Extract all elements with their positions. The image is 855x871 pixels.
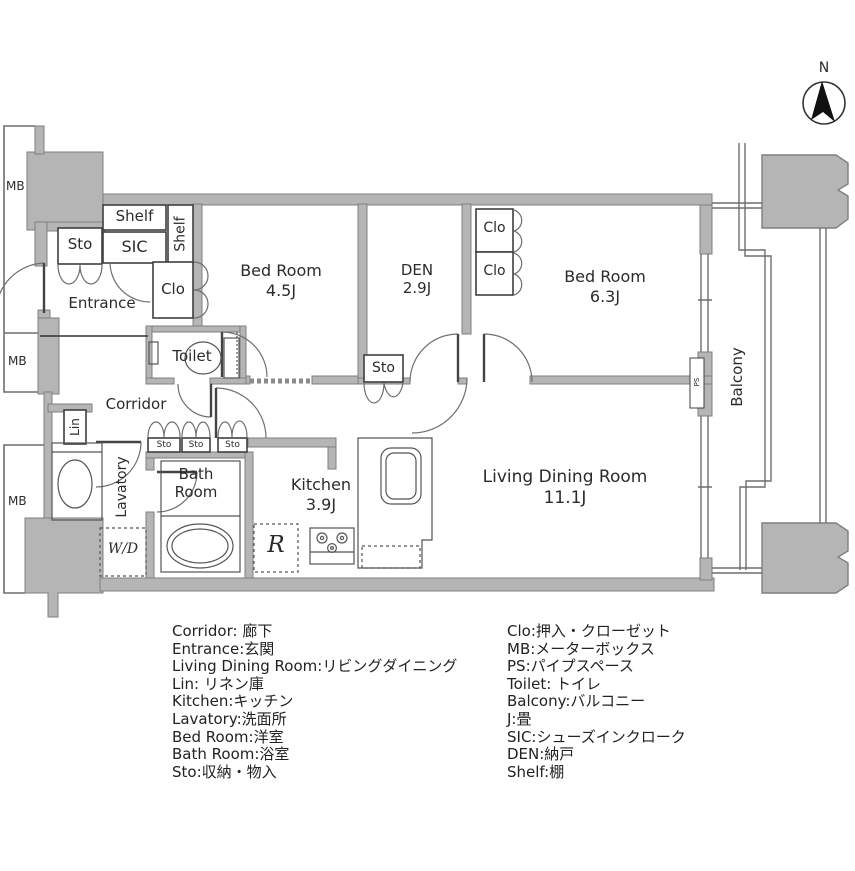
compass-icon (802, 81, 846, 125)
vanity-sink-icon (51, 442, 103, 521)
bedroom2-label: Bed Room 6.3J (525, 267, 685, 306)
legend-item: Lavatory:洗面所 (172, 709, 287, 728)
kitchen-name: Kitchen (290, 475, 352, 494)
legend-right-column: Clo:押入・クローゼット MB:メーターボックス PS:パイプスペース Toi… (507, 622, 686, 781)
bedroom1-size: 4.5J (265, 280, 297, 300)
washer-box (99, 527, 147, 577)
sto-entrance-label: Sto (67, 235, 93, 253)
clo-entrance-label: Clo (161, 280, 185, 298)
walls (24, 125, 715, 618)
legend-item: SIC:シューズインクローク (507, 727, 686, 746)
bathtub-icon (160, 460, 241, 573)
kitchen-size: 3.9J (305, 494, 337, 514)
legend-item: Toilet: トイレ (507, 674, 602, 693)
den-name: DEN (400, 261, 434, 279)
legend-item: J:畳 (507, 709, 532, 728)
kitchen-label: Kitchen 3.9J (271, 475, 371, 514)
sic-label: SIC (121, 237, 148, 256)
living-label: Living Dining Room 11.1J (465, 467, 665, 508)
corridor-label: Corridor (105, 395, 167, 413)
den-size: 2.9J (402, 279, 432, 298)
stove-icon (309, 527, 355, 565)
bathroom-line2: Room (174, 483, 218, 502)
living-name: Living Dining Room (482, 467, 648, 487)
sto-small-3-label: Sto (225, 440, 240, 450)
bedroom2-name: Bed Room (564, 267, 646, 286)
legend-item: Shelf:棚 (507, 762, 565, 781)
balcony-label: Balcony (728, 347, 746, 407)
balcony-pillars (761, 154, 849, 594)
bathroom-label: Bath Room (156, 465, 236, 502)
mb-label-bottom: MB (8, 494, 27, 508)
mb-label-top: MB (6, 179, 25, 193)
sto-den-label: Sto (372, 360, 395, 376)
compass-north-label: N (818, 60, 830, 76)
mb-label-mid: MB (8, 354, 27, 368)
refrigerator-label: R (267, 532, 285, 558)
sto-small-1-label: Sto (156, 440, 172, 450)
kitchen-sink-icon (357, 437, 433, 569)
legend-item: Balcony:バルコニー (507, 692, 646, 711)
legend-item: Corridor: 廊下 (172, 622, 273, 640)
lavatory-label: Lavatory (114, 456, 130, 518)
bedroom1-name: Bed Room (240, 261, 322, 280)
legend-item: Living Dining Room:リビングダイニング (172, 657, 458, 676)
washer-dryer-label: W/D (107, 541, 139, 557)
legend-item: Sto:収納・物入 (172, 762, 277, 781)
counter-dashed (361, 545, 421, 569)
legend-item: Lin: リネン庫 (172, 674, 264, 693)
closet-boxes (57, 204, 705, 453)
bathroom-line1: Bath (178, 465, 214, 483)
clo-b-label: Clo (483, 263, 506, 279)
entrance-label: Entrance (68, 294, 136, 312)
bedroom1-label: Bed Room 4.5J (211, 261, 351, 300)
legend-item: Entrance:玄関 (172, 639, 275, 658)
den-label: DEN 2.9J (377, 261, 457, 298)
fixtures (40, 332, 433, 573)
legend-item: Clo:押入・クローゼット (507, 622, 671, 640)
door-leaves (42, 263, 486, 474)
legend-item: PS:パイプスペース (507, 657, 634, 676)
legend-left-column: Corridor: 廊下 Entrance:玄関 Living Dining R… (172, 622, 458, 781)
sto-small-2-label: Sto (188, 440, 204, 450)
lin-label: Lin (68, 418, 82, 436)
toilet-label: Toilet (172, 347, 212, 365)
legend-item: MB:メーターボックス (507, 639, 655, 658)
bedroom2-size: 6.3J (589, 286, 621, 306)
refrigerator-box (253, 523, 299, 573)
clo-a-label: Clo (483, 220, 506, 236)
legend-item: DEN:納戸 (507, 745, 575, 764)
legend-item: Kitchen:キッチン (172, 692, 294, 711)
door-arcs (0, 209, 533, 513)
legend-item: Bed Room:洋室 (172, 727, 284, 746)
shelf-side-label: Shelf (172, 216, 189, 252)
meter-box-enclosures (3, 125, 44, 594)
shelf-top-label: Shelf (115, 207, 154, 225)
ps-label: PS (693, 377, 701, 387)
toilet-icon (148, 332, 240, 379)
legend-item: Bath Room:浴室 (172, 745, 290, 764)
living-size: 11.1J (543, 487, 587, 508)
windows-and-railing (698, 143, 827, 574)
